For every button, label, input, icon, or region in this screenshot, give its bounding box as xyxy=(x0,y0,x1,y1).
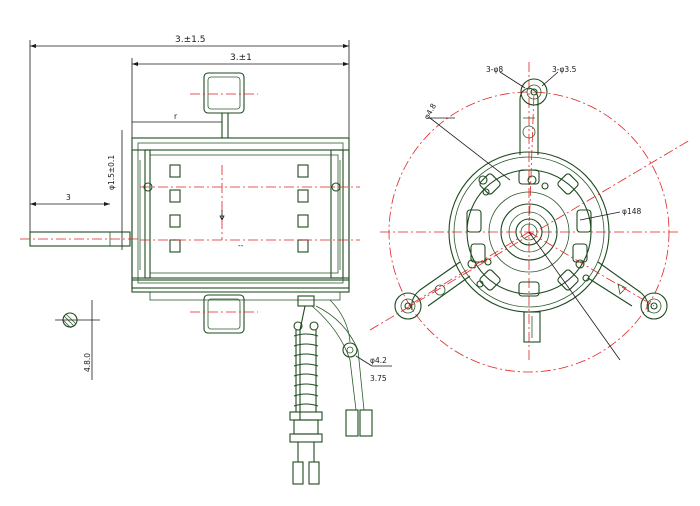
stator-slots xyxy=(169,164,309,253)
shaft-section-view: 4.8.0 xyxy=(55,300,100,380)
pcd-label: φ148 xyxy=(622,207,641,216)
svg-text:--: -- xyxy=(238,241,244,250)
motor-body-side: -- xyxy=(131,137,360,301)
vent-slots xyxy=(466,169,592,297)
cable-exit xyxy=(523,311,541,343)
flat-dim-label: 4.8.0 xyxy=(83,353,92,372)
dimension-shaft-dia: φ1.5±0.1 xyxy=(107,130,123,250)
mounting-arm-left xyxy=(394,261,471,320)
wire-harness: φ4.2 3.75 xyxy=(289,295,392,485)
shaft-dia-label: φ1.5±0.1 xyxy=(107,155,116,190)
front-view: φ4.8 3-φ8 3-φ3.5 φ148 xyxy=(369,62,691,373)
dimension-inner-depth: r xyxy=(132,112,222,123)
braided-sleeve xyxy=(293,330,319,412)
housing-screws xyxy=(467,175,590,288)
bottom-mounting-tab xyxy=(190,294,258,334)
overall-length-label: 3.±1.5 xyxy=(175,35,205,45)
hole-b-label: 3-φ3.5 xyxy=(552,65,577,74)
mounting-arm-right xyxy=(587,261,668,320)
body-length-label: 3.±1 xyxy=(230,53,252,63)
mounting-arm-top xyxy=(519,78,548,155)
dimension-overall-length: 3.±1.5 xyxy=(29,35,350,240)
shaft-ext-label: 3 xyxy=(66,193,71,202)
lug-note2-label: 3.75 xyxy=(370,374,387,383)
hole-a-label: 3-φ8 xyxy=(486,65,503,74)
motor-shaft xyxy=(20,231,140,247)
top-mounting-tab xyxy=(190,72,258,138)
dimension-shaft-ext: 3 xyxy=(30,193,110,206)
lug-note-label: φ4.2 xyxy=(370,356,387,365)
inner-depth-label: r xyxy=(174,112,178,121)
dimension-body-length: 3.±1 xyxy=(131,53,349,150)
